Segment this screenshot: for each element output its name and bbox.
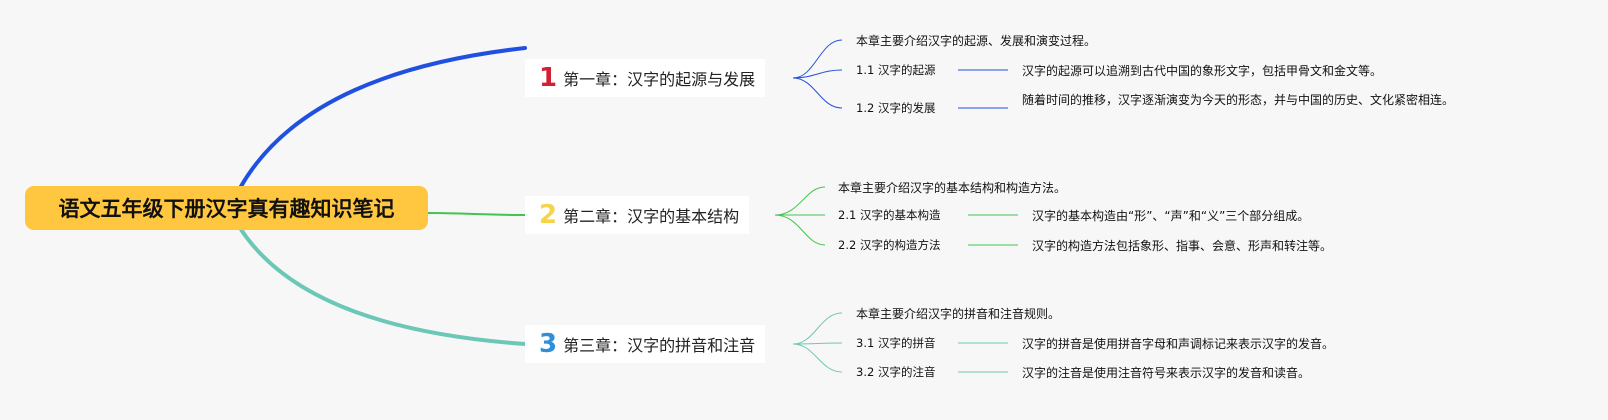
chapter-3-intro[interactable]: 本章主要介绍汉字的拼音和注音规则。 [856,307,1061,321]
link-ch3-sec2 [792,343,843,373]
chapter-2-section-2[interactable]: 2.2 汉字的构造方法 [838,238,941,252]
chapter-number-3: 3 [539,329,558,359]
chapter-3-section-1[interactable]: 3.1 汉字的拼音 [856,336,936,350]
root-title: 语文五年级下册汉字真有趣知识笔记 [58,197,395,221]
link-root-chapter-3 [238,226,527,346]
chapter-2-section-1-detail[interactable]: 汉字的基本构造由“形”、“声”和“义”三个部分组成。 [1032,209,1310,223]
chapter-2-intro[interactable]: 本章主要介绍汉字的基本结构和构造方法。 [838,181,1067,195]
link-ch2-intro [774,186,826,216]
chapter-node-1[interactable]: 1 第一章：汉字的起源与发展 [525,59,766,97]
chapter-1-section-1-detail[interactable]: 汉字的起源可以追溯到古代中国的象形文字，包括甲骨文和金文等。 [1022,64,1383,78]
chapter-3-section-1-detail[interactable]: 汉字的拼音是使用拼音字母和声调标记来表示汉字的发音。 [1022,337,1335,351]
chapter-2-section-2-detail[interactable]: 汉字的构造方法包括象形、指事、会意、形声和转注等。 [1032,239,1333,253]
link-root-chapter-2 [427,212,526,216]
link-root-chapter-1 [238,46,527,190]
chapter-3-section-2-detail[interactable]: 汉字的注音是使用注音符号来表示汉字的发音和读音。 [1022,366,1311,380]
link-ch3-sec1 [792,342,843,345]
chapter-number-2: 2 [539,200,558,230]
chapter-number-1: 1 [539,63,558,93]
chapter-3-section-2[interactable]: 3.2 汉字的注音 [856,365,936,379]
chapter-1-intro[interactable]: 本章主要介绍汉字的起源、发展和演变过程。 [856,34,1097,48]
link-ch2-sec2 [774,214,826,246]
chapter-1-section-1[interactable]: 1.1 汉字的起源 [856,63,936,77]
link-ch1-sec2 [792,77,843,109]
chapter-1-section-2-detail[interactable]: 随着时间的推移，汉字逐渐演变为今天的形态，并与中国的历史、文化紧密相连。 [1022,93,1455,107]
link-ch1-intro [792,39,843,79]
chapter-title-3: 第三章：汉字的拼音和注音 [563,336,756,355]
chapter-title-2: 第二章：汉字的基本结构 [563,207,740,226]
chapter-2-section-1[interactable]: 2.1 汉字的基本构造 [838,208,941,222]
chapter-1-section-2[interactable]: 1.2 汉字的发展 [856,101,936,115]
link-ch1-sec1 [792,69,843,79]
chapter-title-1: 第一章：汉字的起源与发展 [563,70,756,89]
root-node[interactable]: 语文五年级下册汉字真有趣知识笔记 [25,186,428,230]
chapter-node-3[interactable]: 3 第三章：汉字的拼音和注音 [525,325,766,363]
chapter-node-2[interactable]: 2 第二章：汉字的基本结构 [525,196,750,234]
link-ch3-intro [792,312,843,345]
